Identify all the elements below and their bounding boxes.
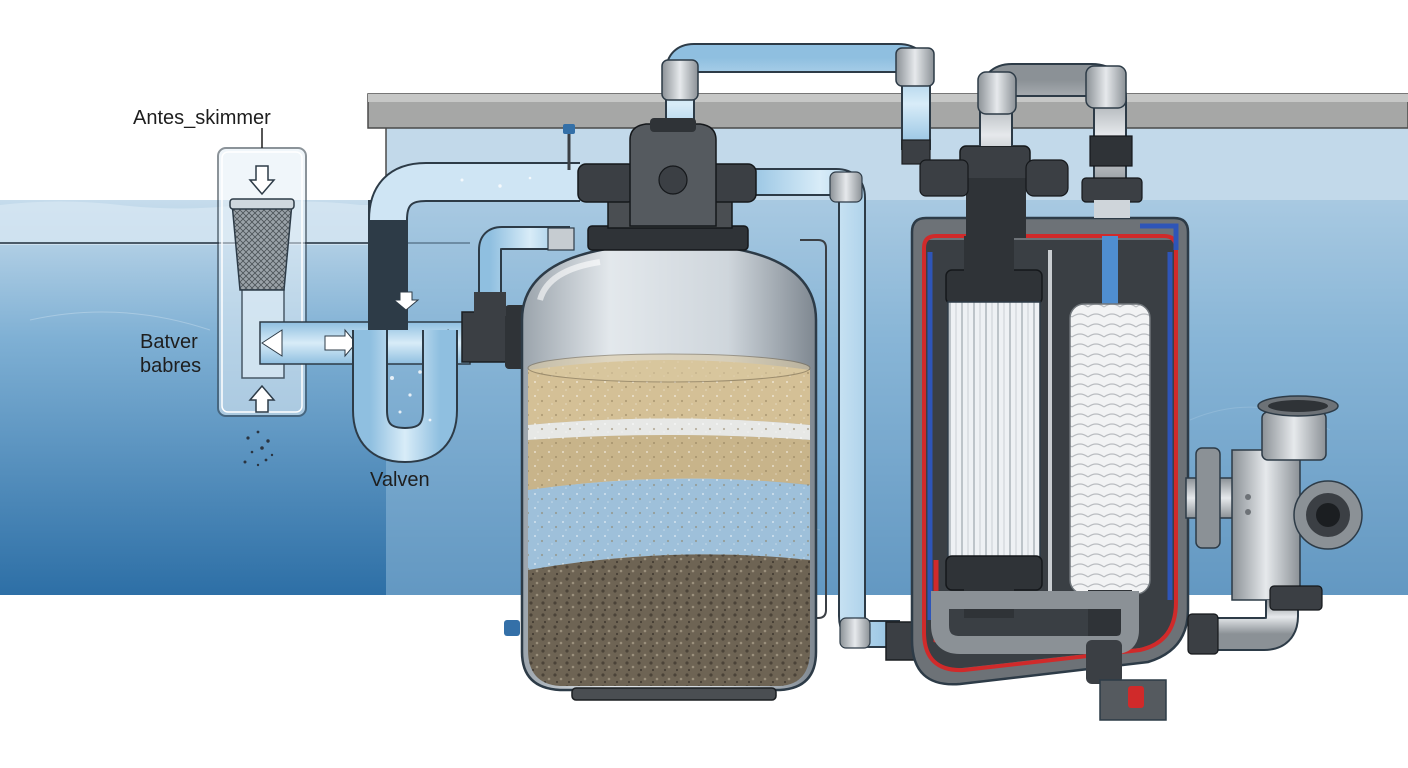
cartridge-filter-housing: [910, 216, 1190, 721]
down-arrow-icon: [248, 165, 276, 196]
skimmer: [217, 128, 307, 467]
debris-particles: [243, 430, 274, 467]
up-arrow-icon: [248, 384, 276, 413]
valve-u-trap: [352, 162, 580, 464]
cartridge-top-pipes: [919, 63, 1143, 238]
return-pipe: [740, 168, 927, 661]
skimmer-basket: [229, 198, 295, 291]
filter-media-layers: [527, 353, 811, 686]
valve-label: Valven: [370, 469, 430, 491]
basket-label: Batver babres: [140, 331, 202, 377]
top-loop-pipe: [661, 40, 935, 165]
multiport-valve-head: [563, 118, 757, 251]
tank-inlet-pipe: [461, 226, 575, 369]
pleated-cartridge: [945, 236, 1043, 618]
skimmer-label: Antes_skimmer: [133, 107, 271, 129]
sand-filter-tank: [504, 246, 818, 701]
pump: [1185, 395, 1363, 655]
